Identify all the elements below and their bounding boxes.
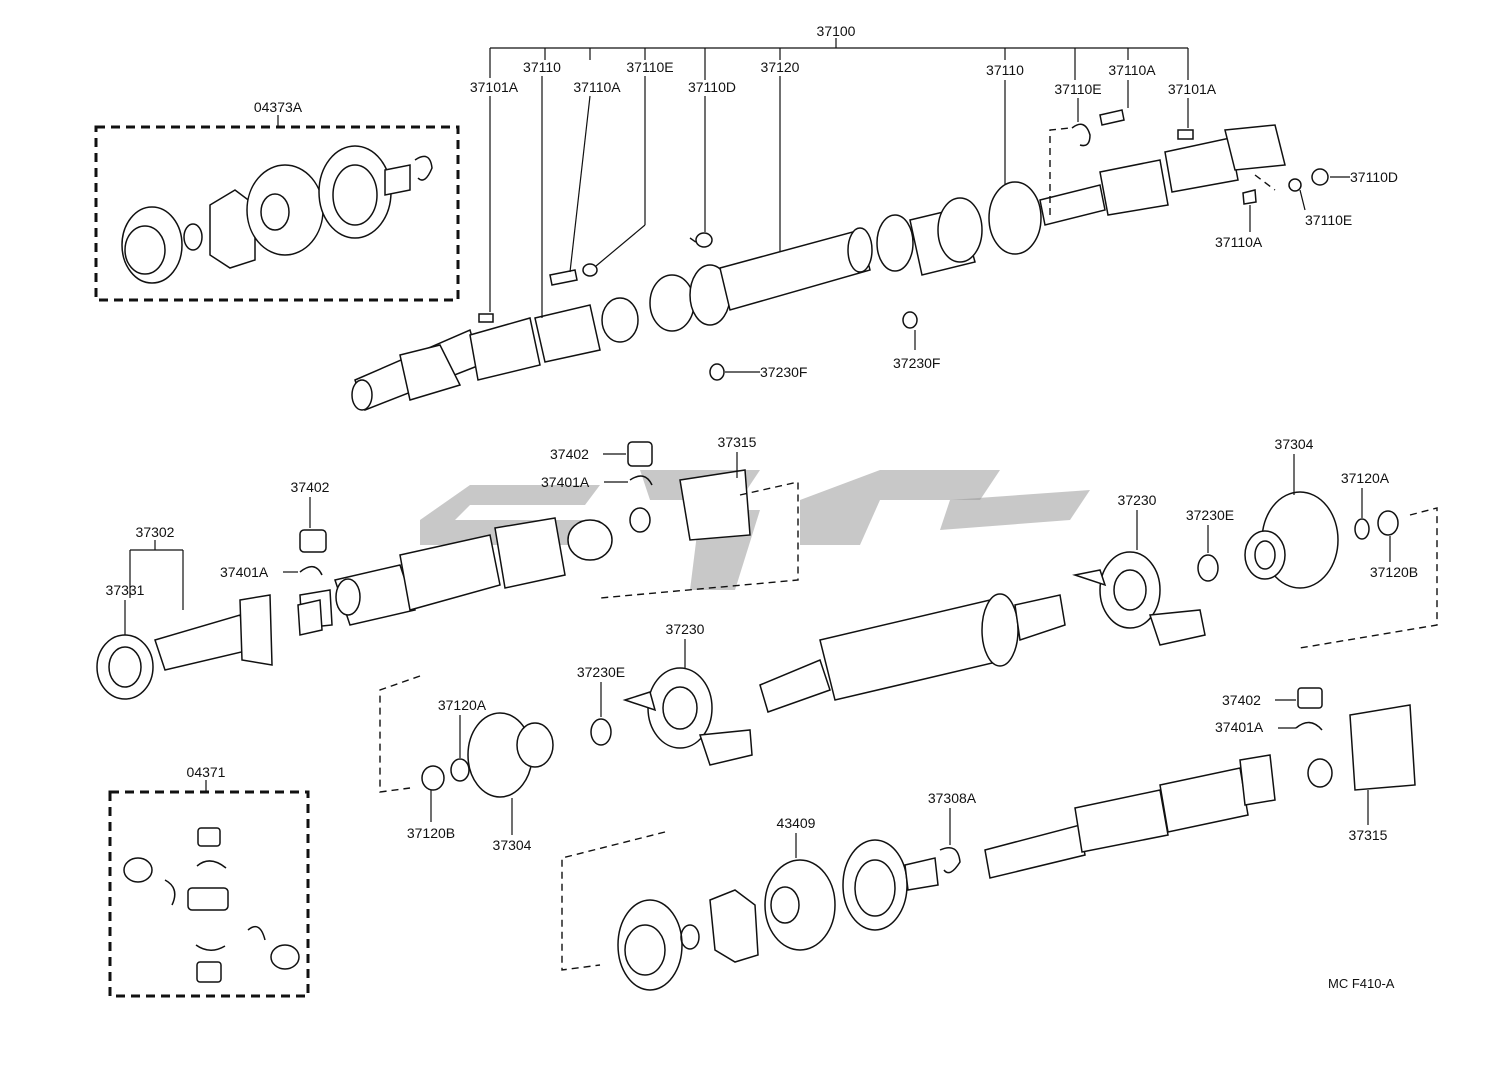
label-37230-r: 37230 — [1118, 492, 1157, 508]
label-04373A: 04373A — [254, 99, 303, 115]
label-37331: 37331 — [106, 582, 145, 598]
middle-left-shaft — [299, 469, 799, 629]
yoke-shaft-37302: 37302 37331 — [96, 524, 323, 700]
label-37110A-left: 37110A — [573, 79, 621, 95]
diagram-code: MC F410-A — [1328, 976, 1395, 991]
label-37120A-l: 37120A — [438, 697, 487, 713]
label-37120: 37120 — [761, 59, 800, 75]
label-43409: 43409 — [777, 815, 816, 831]
center-bearing-37230-center: 37230 37230E — [577, 621, 753, 766]
label-37110A-right2: 37110A — [1215, 234, 1263, 250]
label-37402-a: 37402 — [550, 446, 589, 462]
bottom-shaft-assembly — [561, 687, 1416, 991]
label-37110E-right2: 37110E — [1305, 212, 1352, 228]
label-37401A-a: 37401A — [541, 474, 590, 490]
top-callouts: 37101A 37110 37110A 37110E 37110D 37120 … — [470, 59, 1398, 380]
label-37401A-b: 37401A — [220, 564, 269, 580]
label-37100: 37100 — [817, 23, 856, 39]
label-37110E-right: 37110E — [1054, 81, 1101, 97]
kit-box-04373A: 04373A — [94, 99, 460, 302]
label-37230F-right: 37230F — [893, 355, 940, 371]
label-37110-left: 37110 — [523, 59, 561, 75]
flange-37304-right: 37304 37120A 37120B — [1244, 436, 1438, 649]
label-37230-c: 37230 — [666, 621, 705, 637]
label-37110A-right: 37110A — [1108, 62, 1156, 78]
label-37402-b: 37402 — [291, 479, 330, 495]
label-37304-l: 37304 — [493, 837, 532, 853]
label-04371: 04371 — [187, 764, 226, 780]
bracket-37100: 37100 — [489, 23, 1189, 80]
label-37110D-left: 37110D — [688, 79, 736, 95]
top-hardware — [478, 109, 1329, 381]
top-shaft-assembly — [351, 124, 1286, 411]
label-37402-bottom: 37402 — [1222, 692, 1261, 708]
bottom-callouts: 37402 37401A 37315 43409 37308A — [777, 692, 1388, 858]
center-bearing-37230-right: 37230 37230E — [1072, 492, 1234, 646]
label-37110E-left: 37110E — [626, 59, 673, 75]
label-37110-right: 37110 — [986, 62, 1024, 78]
center-shaft — [759, 593, 1066, 713]
kit-box-04371: 04371 — [108, 764, 310, 998]
label-37230E-r: 37230E — [1186, 507, 1234, 523]
label-37315-a: 37315 — [718, 434, 757, 450]
label-37302: 37302 — [136, 524, 175, 540]
label-37120B-r: 37120B — [1370, 564, 1418, 580]
label-37230F-left: 37230F — [760, 364, 807, 380]
label-37101A-right: 37101A — [1168, 81, 1217, 97]
label-37401A-bottom: 37401A — [1215, 719, 1264, 735]
label-37101A-left: 37101A — [470, 79, 519, 95]
label-37308A: 37308A — [928, 790, 977, 806]
label-37315-bottom: 37315 — [1349, 827, 1388, 843]
middle-hardware: 37402 37401A 37402 37401A 37315 — [220, 434, 757, 580]
label-37230E-c: 37230E — [577, 664, 625, 680]
label-37120A-r: 37120A — [1341, 470, 1390, 486]
flange-37304-left: 37304 37120A 37120B — [379, 675, 554, 853]
label-37110D-right: 37110D — [1350, 169, 1398, 185]
label-37304-r: 37304 — [1275, 436, 1314, 452]
label-37120B-l: 37120B — [407, 825, 455, 841]
